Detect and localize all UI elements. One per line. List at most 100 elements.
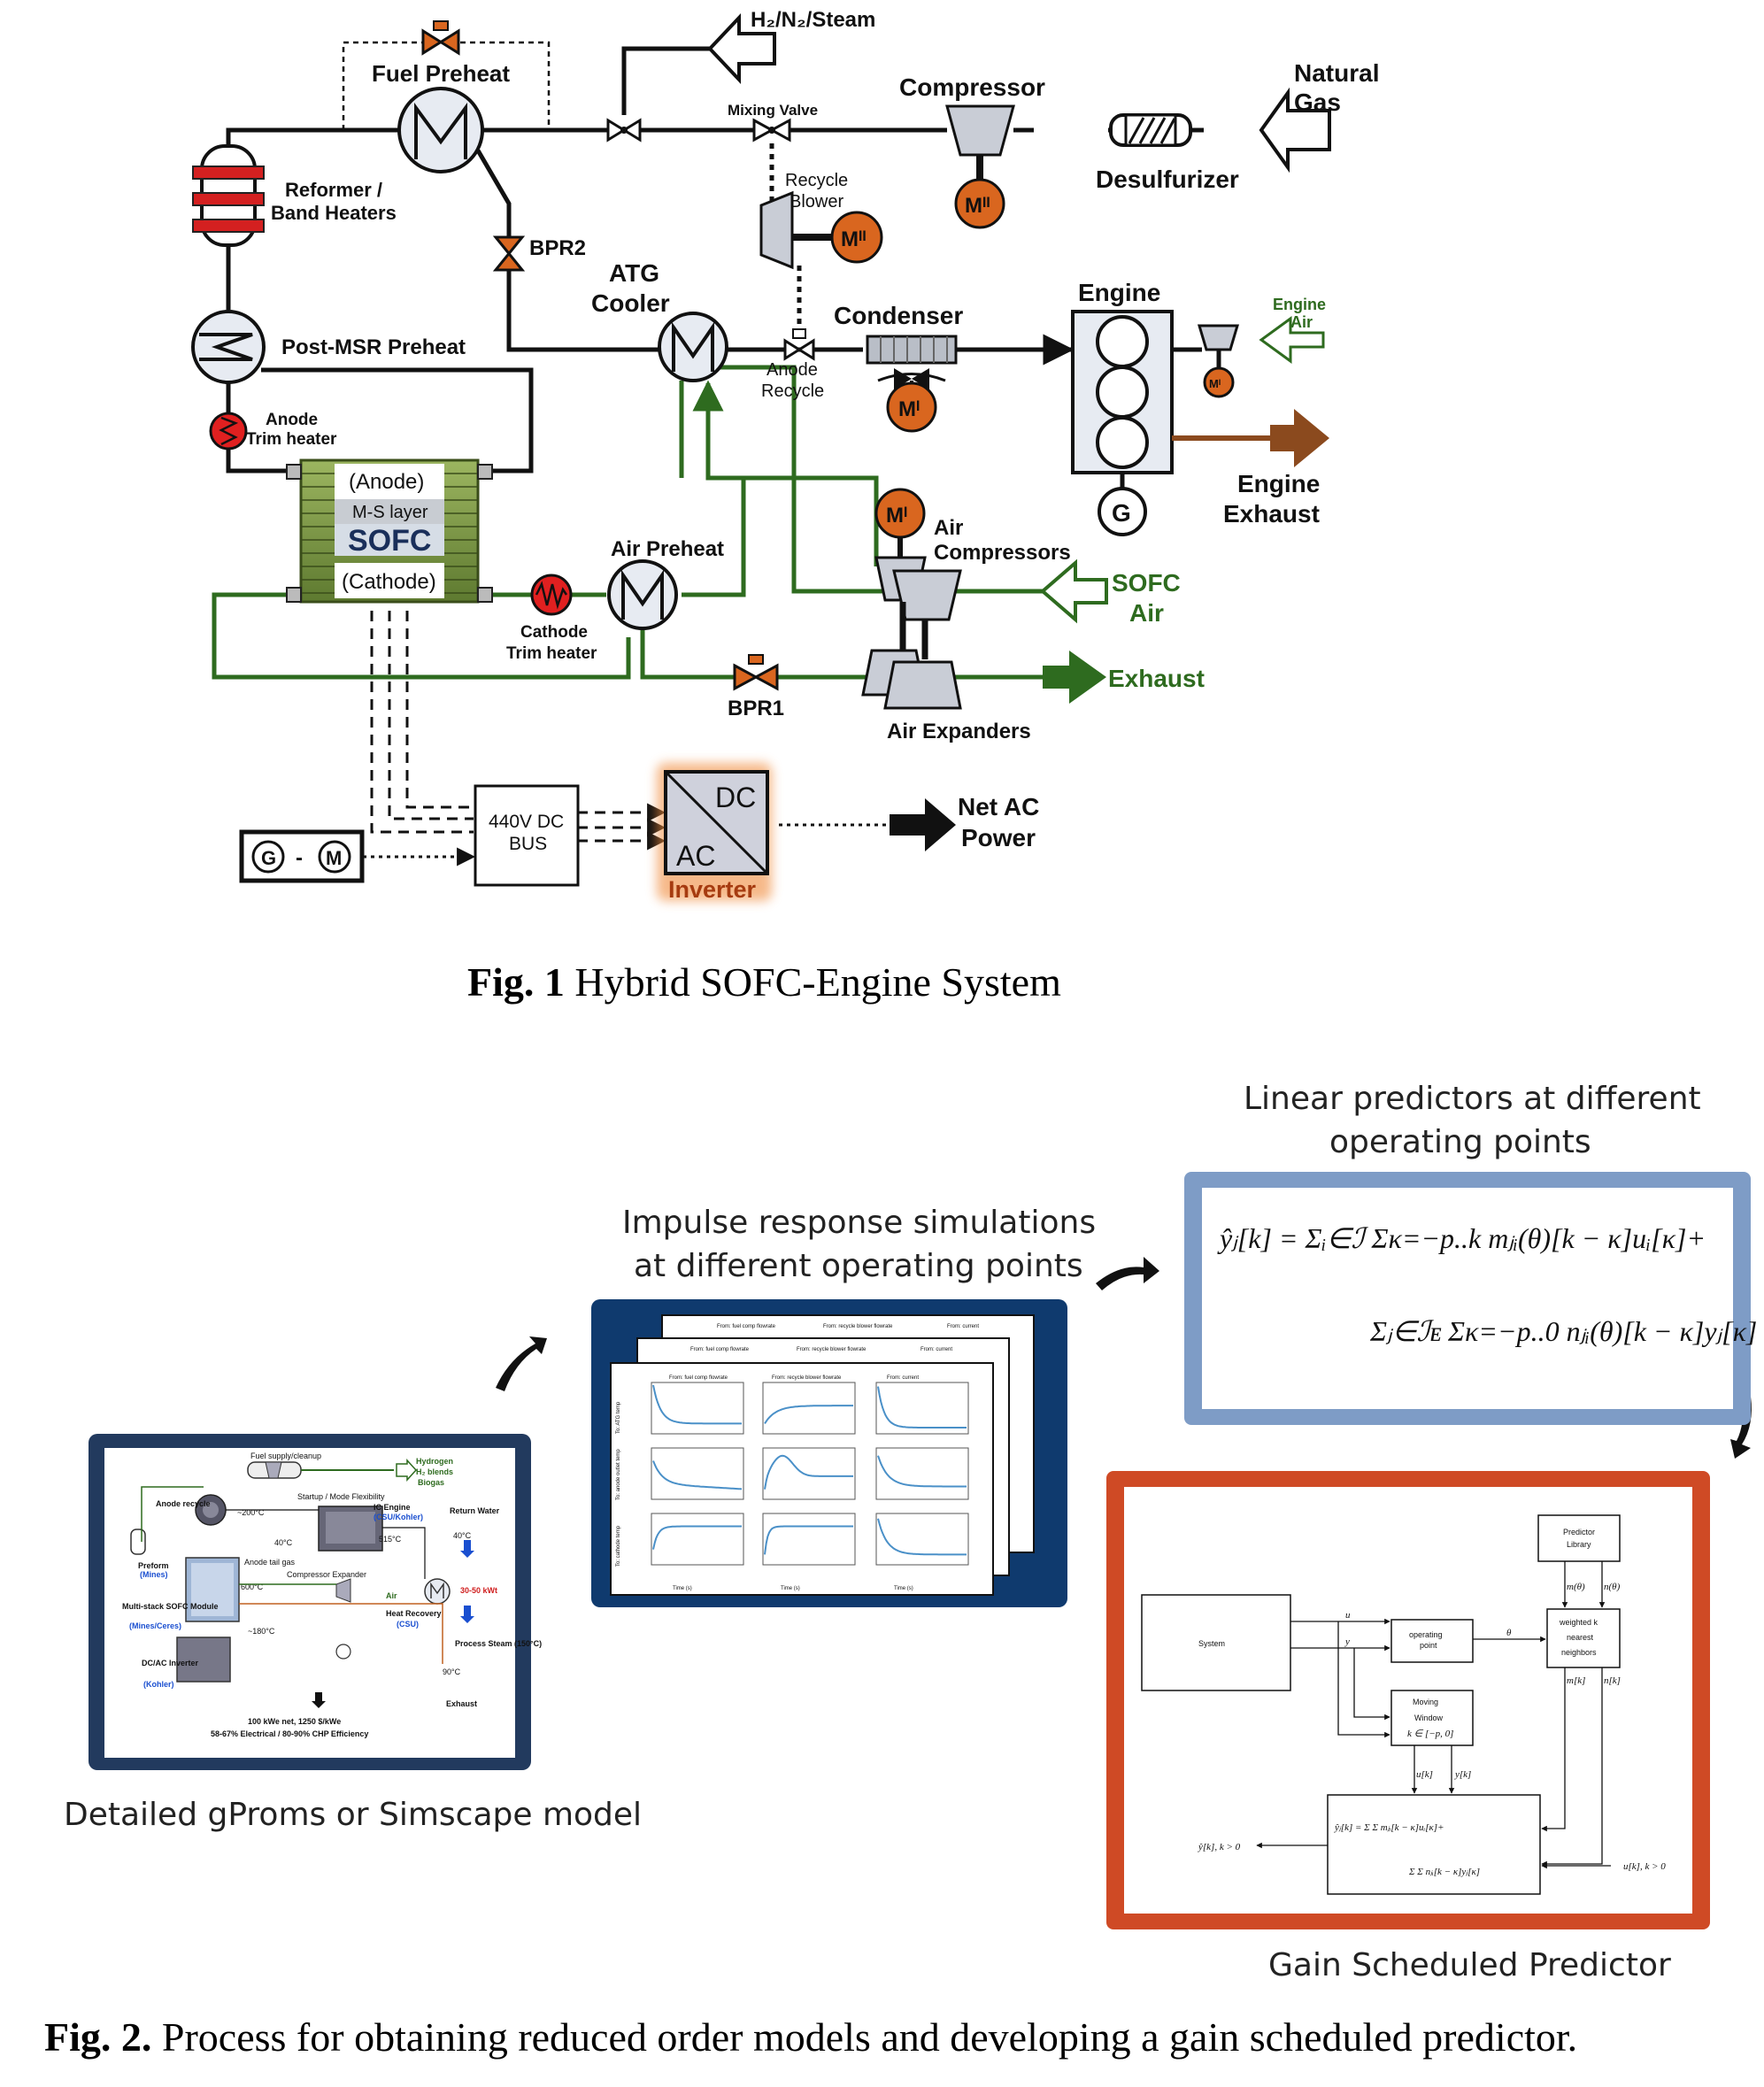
m-theta-label: m(θ) [1567, 1582, 1585, 1592]
cathode-trim-heater: Cathode Trim heater [506, 574, 597, 663]
h2-arrow [707, 12, 776, 85]
engine-label: Engine [1078, 279, 1160, 306]
mini-csu-kohler: (CSU/Kohler) [374, 1513, 423, 1521]
impulse-response-curve [764, 1405, 853, 1424]
mini-return-water: Return Water [450, 1506, 500, 1515]
fig2-diagram: Linear predictors at different operating… [44, 1081, 1757, 2060]
air-preheat-label: Air Preheat [611, 537, 724, 561]
ms-layer-label: M-S layer [352, 503, 428, 522]
mini-fuel-supply: Fuel supply/cleanup [250, 1452, 321, 1460]
h2-valve [606, 118, 642, 142]
engine-exhaust-label-1: Engine [1237, 470, 1320, 497]
compressor-label: Compressor [899, 73, 1045, 101]
impulse-response-curve [764, 1525, 853, 1555]
mini-hydrogen: Hydrogen [416, 1457, 453, 1466]
y-label: y [1344, 1636, 1350, 1647]
fuel-preheat-label: Fuel Preheat [372, 60, 510, 87]
air-expanders-label: Air Expanders [887, 720, 1031, 743]
mini-mines: (Mines) [140, 1570, 168, 1579]
atg-cooler: ATG Cooler [591, 259, 728, 382]
engine-exhaust-arrow [1270, 409, 1329, 467]
engine-air-motor-label: Mᴵ [1209, 377, 1221, 390]
bpr2-label: BPR2 [529, 236, 586, 260]
mini-preform: Preform [138, 1561, 169, 1570]
anode-recycle-valve: Anode Recycle [761, 328, 824, 401]
fig2-caption: Fig. 2. Process for obtaining reduced or… [44, 2014, 1577, 2060]
moving-label-1: Moving [1413, 1698, 1438, 1706]
plot-back-h3: From: current [947, 1324, 979, 1329]
plot-back-h2: From: recycle blower flowrate [823, 1324, 893, 1329]
plot-front-h3: From: current [887, 1375, 919, 1381]
impulse-subplot-frame [651, 1447, 744, 1500]
mini-temp90: 90°C [443, 1667, 461, 1676]
impulse-response-curve [652, 1384, 742, 1425]
fig2-caption-text: Process for obtaining reduced order mode… [151, 2014, 1577, 2060]
mini-heat-rec: Heat Recovery [386, 1609, 442, 1618]
condenser-motor-label: Mᴵ [898, 397, 920, 421]
mini-kw: 30-50 kWt [460, 1586, 497, 1595]
impulse-response-curve [652, 1525, 742, 1550]
reformer-label-2: Band Heaters [271, 202, 397, 224]
mini-ic-engine: IC Engine [374, 1503, 411, 1512]
electrical-lines [370, 611, 666, 851]
impulse-response-curve [764, 1454, 853, 1490]
nk-label: n[k] [1604, 1675, 1621, 1686]
impulse-subplots [651, 1382, 969, 1566]
impulse-heading-1: Impulse response simulations [622, 1205, 1096, 1241]
knn-label-2: nearest [1567, 1633, 1594, 1642]
yk-label: y[k] [1454, 1769, 1471, 1780]
gm-m-label: M [326, 847, 342, 869]
impulse-subplot-frame [762, 1382, 856, 1435]
recycle-blower: Mᴵᴵ Recycle Blower [759, 171, 883, 270]
anode-recycle-label-1: Anode [766, 360, 818, 380]
impulse-subplot-frame [762, 1447, 856, 1500]
fig2-caption-bold: Fig. 2. [44, 2014, 151, 2060]
engine-air-arrow [1259, 316, 1325, 364]
linear-predictor-panel: ŷⱼ[k] = Σᵢ∈ℐ Σκ=−p..k mⱼᵢ(θ)[k − κ]uᵢ[κ]… [1184, 1172, 1757, 1425]
gs-eq-1: ŷⱼ[k] = Σ Σ mⱼᵢ[k − κ]uᵢ[κ]+ [1334, 1822, 1444, 1833]
mixing-valve-label: Mixing Valve [728, 102, 818, 119]
recycle-blower-label-2: Blower [790, 192, 843, 212]
impulse-response-curve [652, 1460, 743, 1490]
anode-trim-label-2: Trim heater [246, 430, 337, 449]
library-label-2: Library [1567, 1540, 1591, 1549]
anode-label: (Anode) [349, 470, 424, 494]
operating-label-2: point [1420, 1641, 1437, 1650]
plot-mid-h1: From: fuel comp flowrate [690, 1347, 750, 1352]
linear-heading-1: Linear predictors at different [1244, 1081, 1701, 1117]
plot-mid-h3: From: current [921, 1347, 952, 1352]
impulse-subplot-frame [875, 1513, 969, 1566]
impulse-subplot-frame [651, 1382, 744, 1435]
air-preheat: Air Preheat [607, 537, 724, 630]
detailed-model-panel: Fuel supply/cleanup Hydrogen H₂ blends B… [89, 1434, 542, 1770]
desulfurizer-label: Desulfurizer [1096, 166, 1239, 193]
anode-recycle-label-2: Recycle [761, 381, 824, 401]
mini-exhaust: Exhaust [446, 1699, 477, 1708]
inverter-label: Inverter [668, 876, 757, 903]
air-lines [212, 365, 1044, 680]
fig1-diagram: Natural Gas H₂/N₂/Steam Desulfurizer Mᴵᴵ… [191, 8, 1379, 1005]
knn-label-3: neighbors [1561, 1648, 1597, 1657]
predictor-library-block [1537, 1514, 1621, 1562]
mini-h2-blends: H₂ blends [416, 1467, 453, 1476]
natural-gas-arrow [1259, 87, 1331, 173]
air-turbomachinery: Mᴵ Air Compressors Air Expanders [861, 488, 1071, 743]
impulse-subplot-frame [762, 1513, 856, 1566]
engine-generator-label: G [1112, 499, 1131, 527]
net-ac-label-1: Net AC [958, 793, 1039, 820]
predictor-eq-line1: ŷⱼ[k] = Σᵢ∈ℐ Σκ=−p..k mⱼᵢ(θ)[k − κ]uᵢ[κ]… [1217, 1222, 1706, 1254]
library-label-1: Predictor [1563, 1528, 1595, 1536]
sofc-air-arrow [1039, 558, 1108, 624]
condenser: Mᴵ Condenser [834, 302, 963, 433]
mini-process-steam: Process Steam (150°C) [455, 1639, 542, 1648]
moving-window-block [1390, 1690, 1474, 1746]
atg-label-1: ATG [609, 259, 659, 287]
fig1-caption-text: Hybrid SOFC-Engine System [565, 959, 1061, 1005]
mini-anode-tail: Anode tail gas [244, 1558, 296, 1567]
mini-temp515: 515°C [379, 1535, 402, 1544]
gm-dash-label: - [296, 846, 303, 870]
mini-csu: (CSU) [397, 1620, 419, 1629]
dc-bus-label-1: 440V DC [489, 812, 564, 832]
anode-trim-heater: Anode Trim heater [209, 411, 337, 451]
mini-temp200: ~200°C [237, 1508, 265, 1517]
